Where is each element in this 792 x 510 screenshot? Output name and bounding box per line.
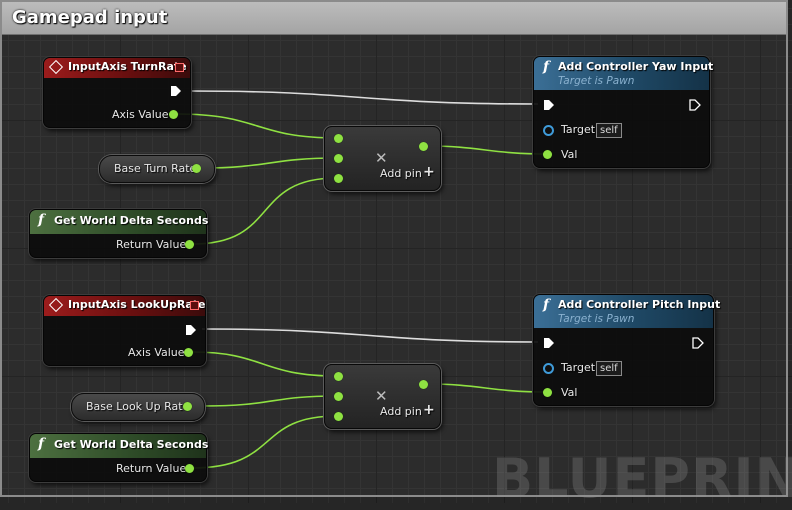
multiply-node[interactable]: ✕ Add pin + — [324, 364, 441, 429]
return-value-pin[interactable] — [185, 464, 194, 473]
function-icon: f — [543, 59, 550, 75]
node-title: Add Controller Yaw Input — [558, 60, 714, 73]
node-subtitle: Target is Pawn — [558, 313, 635, 325]
axis-value-pin[interactable] — [184, 348, 193, 357]
pin-label: Axis Value — [128, 346, 185, 359]
blueprint-watermark: BLUEPRINT — [492, 447, 792, 510]
float-wire — [426, 145, 548, 155]
float-wire — [426, 383, 548, 393]
node-title: Get World Delta Seconds — [54, 214, 209, 227]
get-world-delta-seconds-node[interactable]: f Get World Delta Seconds Return Value — [29, 433, 209, 482]
variable-label: Base Look Up Rate — [86, 400, 190, 413]
node-title: Get World Delta Seconds — [54, 438, 209, 451]
function-icon: f — [38, 436, 45, 452]
comment-box[interactable] — [0, 0, 788, 497]
multiply-input-pin-b[interactable] — [334, 154, 343, 163]
exec-wire — [189, 90, 539, 105]
variable-output-pin[interactable] — [183, 402, 192, 411]
multiply-input-pin-a[interactable] — [334, 134, 343, 143]
float-wire — [199, 157, 338, 169]
comment-header[interactable]: Gamepad input — [2, 2, 786, 35]
delegate-square-icon — [175, 63, 184, 72]
float-wire — [191, 351, 338, 377]
node-header — [534, 57, 709, 90]
input-axis-turnrate-node[interactable]: InputAxis TurnRate Axis Value — [43, 57, 191, 128]
node-title: InputAxis TurnRate — [68, 60, 187, 73]
pin-label: Val — [561, 386, 578, 399]
node-title: InputAxis LookUpRate — [68, 298, 206, 311]
multiply-output-pin[interactable] — [419, 142, 428, 151]
function-icon: f — [38, 212, 45, 228]
target-default-value[interactable]: self — [596, 123, 622, 138]
add-pin-button[interactable]: Add pin — [380, 167, 422, 180]
pin-label: Axis Value — [112, 108, 169, 121]
multiply-icon: ✕ — [375, 149, 388, 167]
node-header — [44, 58, 190, 78]
base-look-up-rate-variable[interactable]: Base Look Up Rate — [71, 393, 205, 421]
multiply-output-pin[interactable] — [419, 380, 428, 389]
node-header — [534, 295, 713, 328]
node-header — [44, 296, 205, 316]
base-turn-rate-variable[interactable]: Base Turn Rate — [99, 155, 215, 183]
add-controller-pitch-input-node[interactable]: f Add Controller Pitch Input Target is P… — [533, 294, 720, 406]
float-wire — [201, 395, 338, 407]
get-world-delta-seconds-node[interactable]: f Get World Delta Seconds Return Value — [29, 209, 209, 258]
multiply-input-pin-b[interactable] — [334, 392, 343, 401]
multiply-icon: ✕ — [375, 387, 388, 405]
node-title: Add Controller Pitch Input — [558, 298, 721, 311]
float-wire — [191, 177, 338, 245]
pin-label: Return Value — [116, 462, 187, 475]
add-pin-button[interactable]: Add pin — [380, 405, 422, 418]
pin-label: Target — [561, 123, 596, 136]
multiply-input-pin-c[interactable] — [334, 412, 343, 421]
pin-label: Return Value — [116, 238, 187, 251]
add-controller-yaw-input-node[interactable]: f Add Controller Yaw Input Target is Paw… — [533, 56, 714, 168]
val-pin[interactable] — [543, 388, 552, 397]
function-icon: f — [543, 297, 550, 313]
target-pin[interactable] — [543, 125, 554, 136]
return-value-pin[interactable] — [185, 240, 194, 249]
node-header — [30, 434, 206, 458]
comment-title: Gamepad input — [12, 7, 168, 28]
variable-output-pin[interactable] — [192, 164, 201, 173]
target-default-value[interactable]: self — [596, 361, 622, 376]
plus-icon: + — [423, 164, 435, 180]
pin-label: Val — [561, 148, 578, 161]
multiply-node[interactable]: ✕ Add pin + — [324, 126, 441, 191]
target-pin[interactable] — [543, 363, 554, 374]
input-axis-lookuprate-node[interactable]: InputAxis LookUpRate Axis Value — [43, 295, 206, 366]
multiply-input-pin-a[interactable] — [334, 372, 343, 381]
delegate-square-icon — [190, 301, 199, 310]
plus-icon: + — [423, 402, 435, 418]
node-header — [30, 210, 206, 234]
axis-value-pin[interactable] — [169, 110, 178, 119]
pin-label: Target — [561, 361, 596, 374]
exec-wire — [201, 328, 539, 343]
node-subtitle: Target is Pawn — [558, 75, 635, 87]
multiply-input-pin-c[interactable] — [334, 174, 343, 183]
float-wire — [191, 415, 338, 469]
variable-label: Base Turn Rate — [114, 162, 197, 175]
val-pin[interactable] — [543, 150, 552, 159]
float-wire — [176, 113, 338, 139]
